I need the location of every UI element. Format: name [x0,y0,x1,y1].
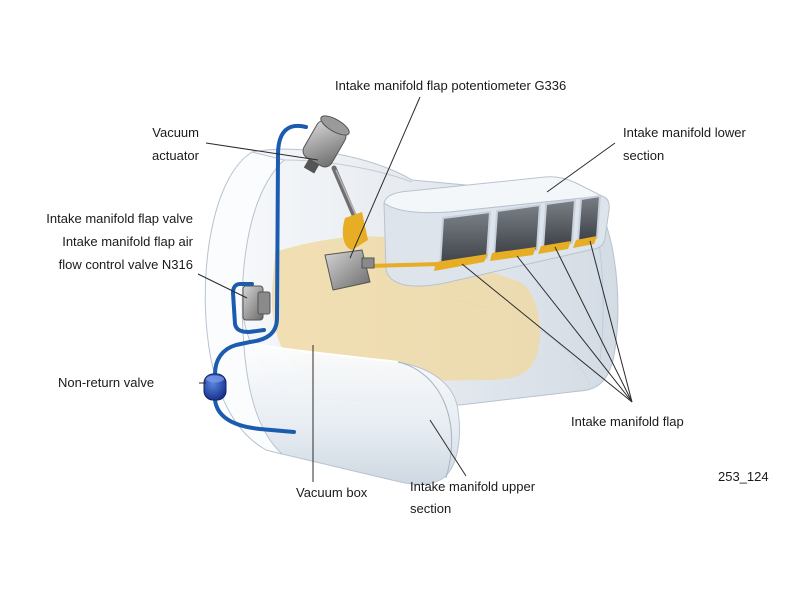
label-vacuum-actuator-line1: Vacuum [152,125,199,140]
label-non-return-valve: Non-return valve [58,375,154,390]
label-lower-section-line1: Intake manifold lower [623,125,747,140]
label-flap-valve-line1: Intake manifold flap valve [46,211,193,226]
potentiometer-connector [362,258,374,268]
label-flap-valve-line2: Intake manifold flap air [62,234,193,249]
non-return-valve [204,374,226,400]
label-lower-section-line2: section [623,148,664,163]
non-return-valve-highlight [206,376,224,383]
intake-port-4 [578,196,600,242]
flap-shaft [366,264,440,266]
label-vacuum-actuator-line2: actuator [152,148,200,163]
figure-id: 253_124 [718,469,769,484]
label-flap: Intake manifold flap [571,414,684,429]
leader-line-lower-section [547,143,615,192]
label-vacuum-box: Vacuum box [296,485,368,500]
label-potentiometer: Intake manifold flap potentiometer G336 [335,78,566,93]
label-upper-section-line2: section [410,501,451,516]
label-flap-valve-line3: flow control valve N316 [59,257,193,272]
label-upper-section-line1: Intake manifold upper [410,479,536,494]
valve-coil [258,292,270,314]
